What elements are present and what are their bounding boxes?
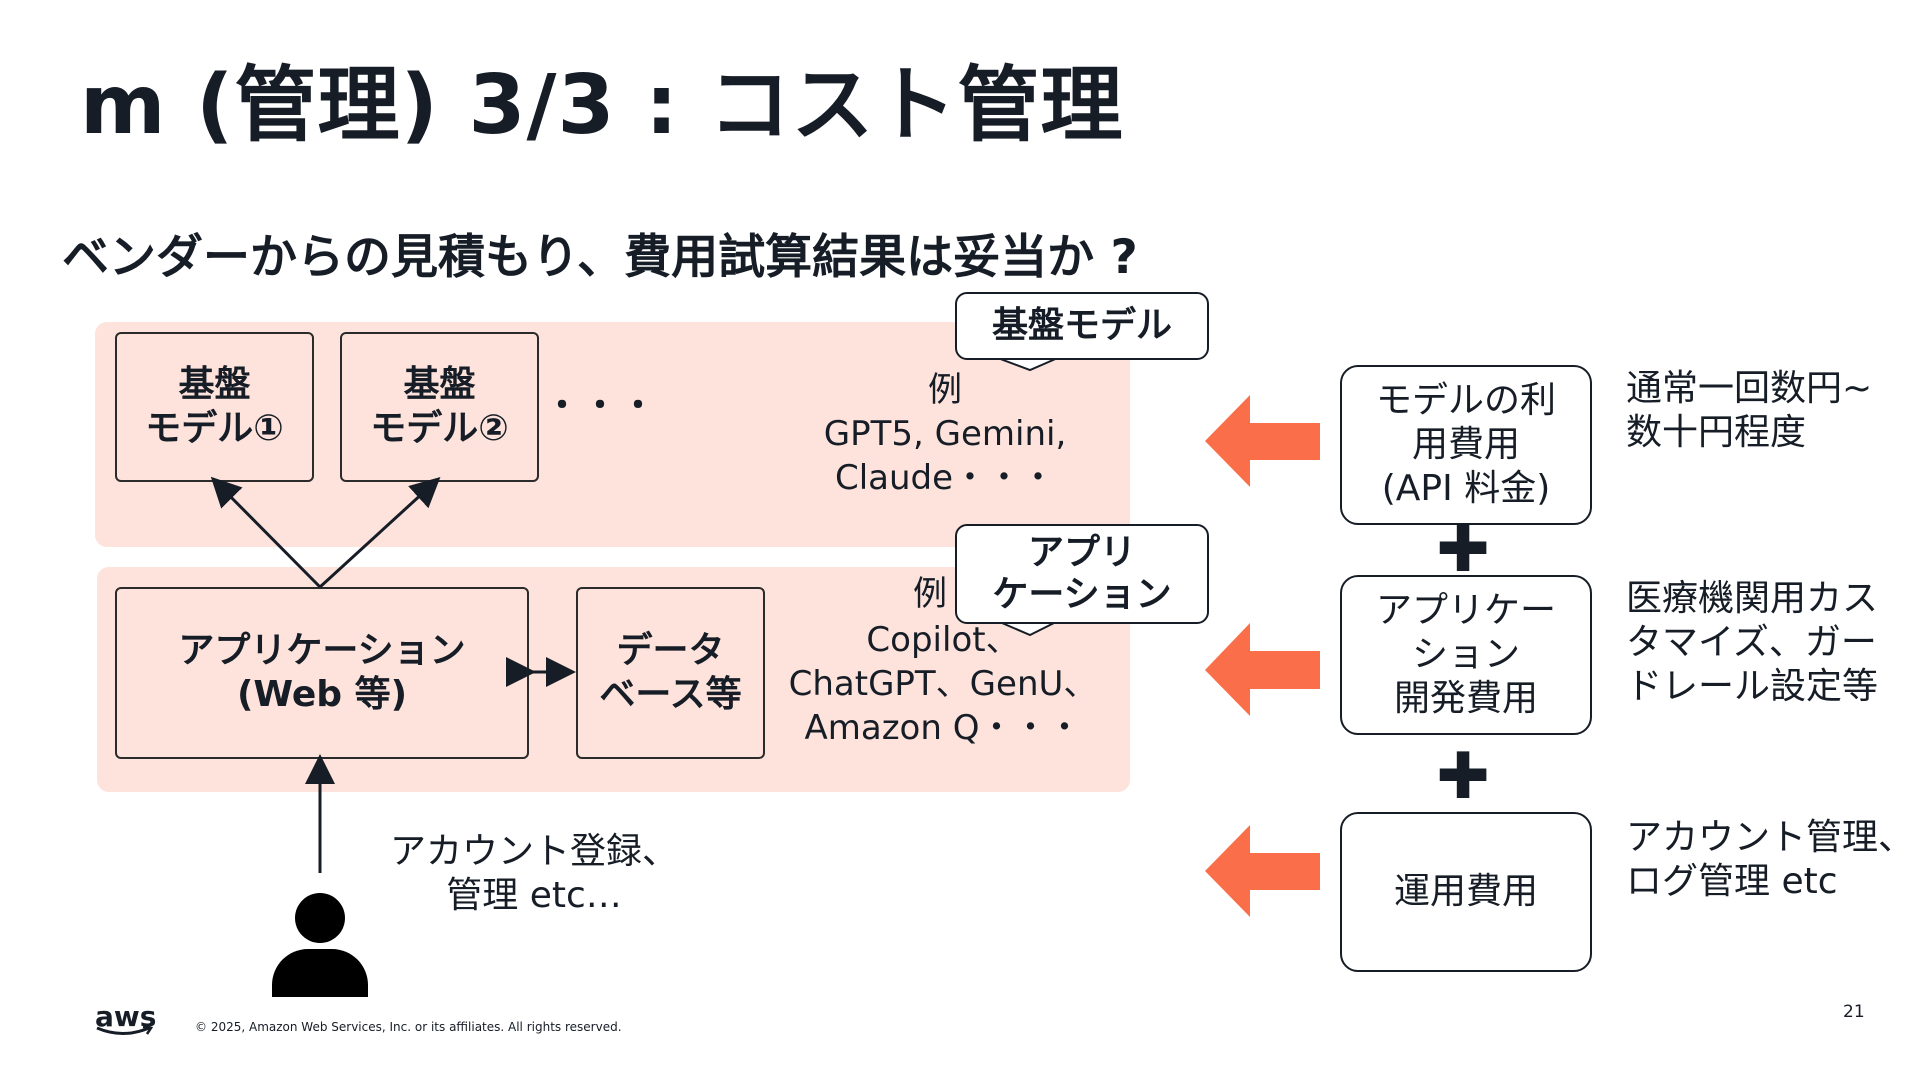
cost-1-note-2: 数十円程度	[1626, 412, 1807, 453]
cost-3-note-2: ログ管理 etc	[1626, 861, 1838, 902]
app-example-line-3: Amazon Q・・・	[804, 708, 1082, 748]
page-number: 21	[1843, 1002, 1865, 1022]
cost-2-note-1: 医療機関用カス	[1626, 578, 1879, 619]
user-icon	[270, 893, 370, 997]
database-line2: ベース等	[599, 674, 742, 715]
cost-box-model-usage: モデルの利 用費用 (API 料金)	[1340, 365, 1592, 525]
cost-box-app-development: アプリケー ション 開発費用	[1340, 575, 1592, 735]
application-examples: Copilot、 ChatGPT、GenU、 Amazon Q・・・	[778, 618, 1108, 750]
cost-note-app-development: 医療機関用カス タマイズ、ガー ドレール設定等	[1626, 577, 1878, 709]
aws-logo: aws	[95, 1000, 156, 1039]
cost-box-operations: 運用費用	[1340, 812, 1592, 972]
plus-icon-2: ✚	[1436, 740, 1490, 814]
example-line-2: Claude・・・	[834, 458, 1056, 498]
page-title: m (管理) 3/3 : コスト管理	[80, 58, 1124, 153]
application-box: アプリケーション (Web 等)	[115, 587, 529, 759]
cost-2-note-3: ドレール設定等	[1626, 666, 1879, 707]
cost-2-line-2: ション	[1411, 634, 1520, 675]
application-line1: アプリケーション	[178, 630, 466, 671]
callout-application-line2: ケーション	[992, 574, 1172, 615]
copyright: © 2025, Amazon Web Services, Inc. or its…	[195, 1020, 622, 1034]
foundation-model-2-box: 基盤 モデル②	[340, 332, 539, 482]
cost-2-line-1: アプリケー	[1375, 590, 1556, 631]
foundation-model-2-line1: 基盤	[403, 364, 476, 405]
cost-1-line-1: モデルの利	[1375, 380, 1556, 421]
plus-icon-1: ✚	[1436, 513, 1490, 587]
user-note-line-1: アカウント登録、	[390, 831, 679, 872]
cost-1-line-2: 用費用	[1411, 424, 1520, 465]
callout-tail-foundation	[994, 356, 1061, 372]
cost-arrow-2	[1205, 623, 1320, 716]
cost-note-model-usage: 通常一回数円~ 数十円程度	[1626, 367, 1872, 455]
user-note: アカウント登録、 管理 etc…	[390, 830, 678, 918]
cost-note-operations: アカウント管理、 ログ管理 etc	[1626, 816, 1914, 904]
arrow-to-model-2	[318, 476, 441, 589]
cost-arrow-3	[1205, 825, 1320, 917]
database-line1: データ	[616, 630, 725, 671]
foundation-model-1-box: 基盤 モデル①	[115, 332, 314, 482]
example-label: 例	[928, 370, 962, 410]
cost-arrow-1	[1205, 395, 1320, 487]
app-example-line-1: Copilot、	[866, 620, 1020, 660]
foundation-model-1-line1: 基盤	[178, 364, 251, 405]
cost-3-note-1: アカウント管理、	[1626, 817, 1915, 858]
callout-application-line1: アプリ	[1027, 532, 1136, 573]
cost-2-note-2: タマイズ、ガー	[1626, 622, 1877, 663]
foundation-model-examples: 例 GPT5, Gemini, Claude・・・	[800, 368, 1090, 500]
cost-2-line-3: 開発費用	[1393, 678, 1538, 719]
cost-1-line-3: (API 料金)	[1381, 468, 1551, 509]
callout-foundation-label: 基盤モデル	[991, 305, 1172, 346]
example-line-1: GPT5, Gemini,	[823, 414, 1067, 454]
cost-3-line-1: 運用費用	[1393, 871, 1538, 912]
application-example-label: 例	[913, 574, 947, 614]
subtitle: ベンダーからの見積もり、費用試算結果は妥当か ?	[62, 230, 1138, 285]
user-note-line-2: 管理 etc…	[446, 875, 622, 916]
more-models-ellipsis: ・・・	[545, 386, 659, 426]
callout-foundation-model: 基盤モデル	[955, 292, 1209, 360]
foundation-model-2-line2: モデル②	[370, 408, 509, 449]
callout-application: アプリ ケーション	[955, 524, 1209, 624]
foundation-model-1-line2: モデル①	[145, 408, 284, 449]
app-example-line-2: ChatGPT、GenU、	[788, 664, 1098, 704]
application-line2: (Web 等)	[236, 674, 408, 715]
cost-1-note-1: 通常一回数円~	[1626, 368, 1873, 409]
database-box: データ ベース等	[576, 587, 765, 759]
aws-smile-icon	[96, 1025, 154, 1035]
arrow-to-model-1	[210, 476, 322, 589]
